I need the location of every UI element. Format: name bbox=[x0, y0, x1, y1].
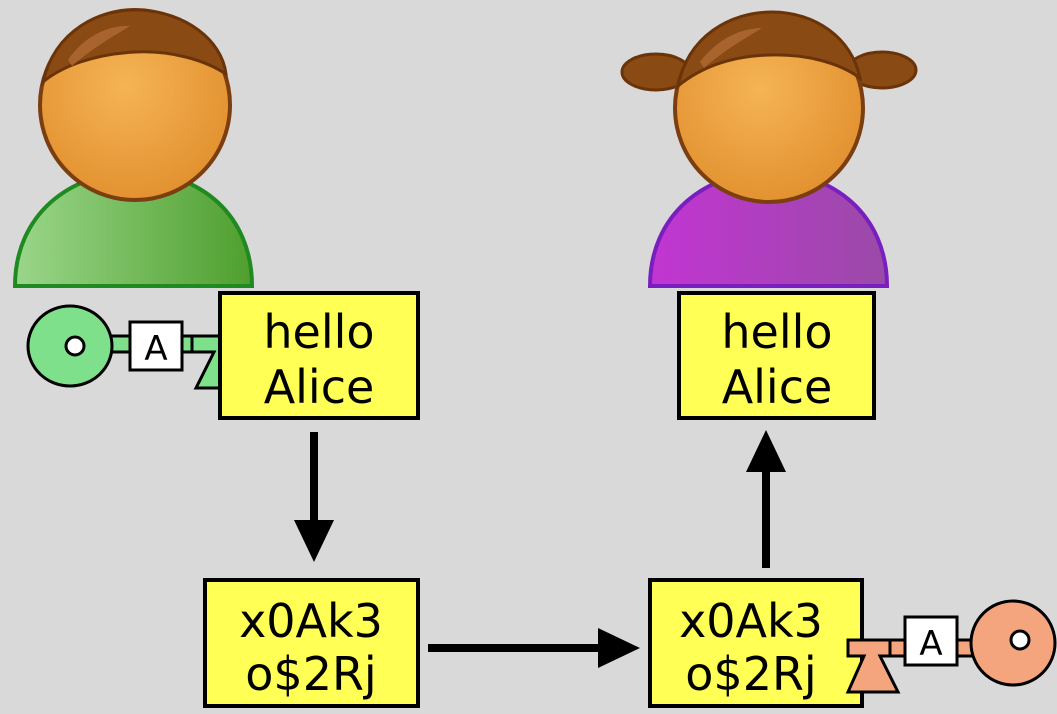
encrypt-arrow bbox=[294, 432, 334, 562]
receiver-ciphertext-line-2: o$2Rj bbox=[685, 647, 816, 701]
sender-plaintext-box: hello Alice bbox=[218, 291, 420, 420]
decrypt-arrow bbox=[746, 430, 786, 568]
receiver-plaintext-line-1: hello bbox=[721, 305, 832, 359]
receiver-ciphertext-box: x0Ak3 o$2Rj bbox=[648, 578, 864, 708]
receiver-hair bbox=[675, 10, 863, 90]
sender-ciphertext-line-1: x0Ak3 bbox=[239, 594, 383, 648]
receiver-key-label: A bbox=[919, 624, 942, 664]
sender-person-icon bbox=[12, 8, 255, 288]
receiver-plaintext-line-2: Alice bbox=[722, 360, 833, 414]
receiver-key-label-box bbox=[903, 615, 959, 667]
sender-plaintext-line-2: Alice bbox=[264, 360, 375, 414]
receiver-plaintext-box: hello Alice bbox=[677, 291, 876, 420]
transmit-arrow bbox=[428, 628, 640, 668]
sender-ciphertext-box: x0Ak3 o$2Rj bbox=[203, 578, 420, 708]
sender-key-hole bbox=[64, 335, 86, 357]
sender-ciphertext-line-2: o$2Rj bbox=[245, 647, 376, 701]
sender-key-label: A bbox=[144, 329, 167, 369]
sender-plaintext-line-1: hello bbox=[263, 305, 374, 359]
sender-hair bbox=[40, 8, 228, 87]
receiver-key-hole bbox=[1009, 629, 1031, 651]
receiver-key-icon: A bbox=[845, 599, 1057, 694]
sender-key-label-box bbox=[128, 320, 184, 372]
receiver-ciphertext-line-1: x0Ak3 bbox=[679, 594, 823, 648]
sender-key-icon: A bbox=[26, 304, 249, 390]
receiver-person-icon bbox=[620, 10, 918, 288]
